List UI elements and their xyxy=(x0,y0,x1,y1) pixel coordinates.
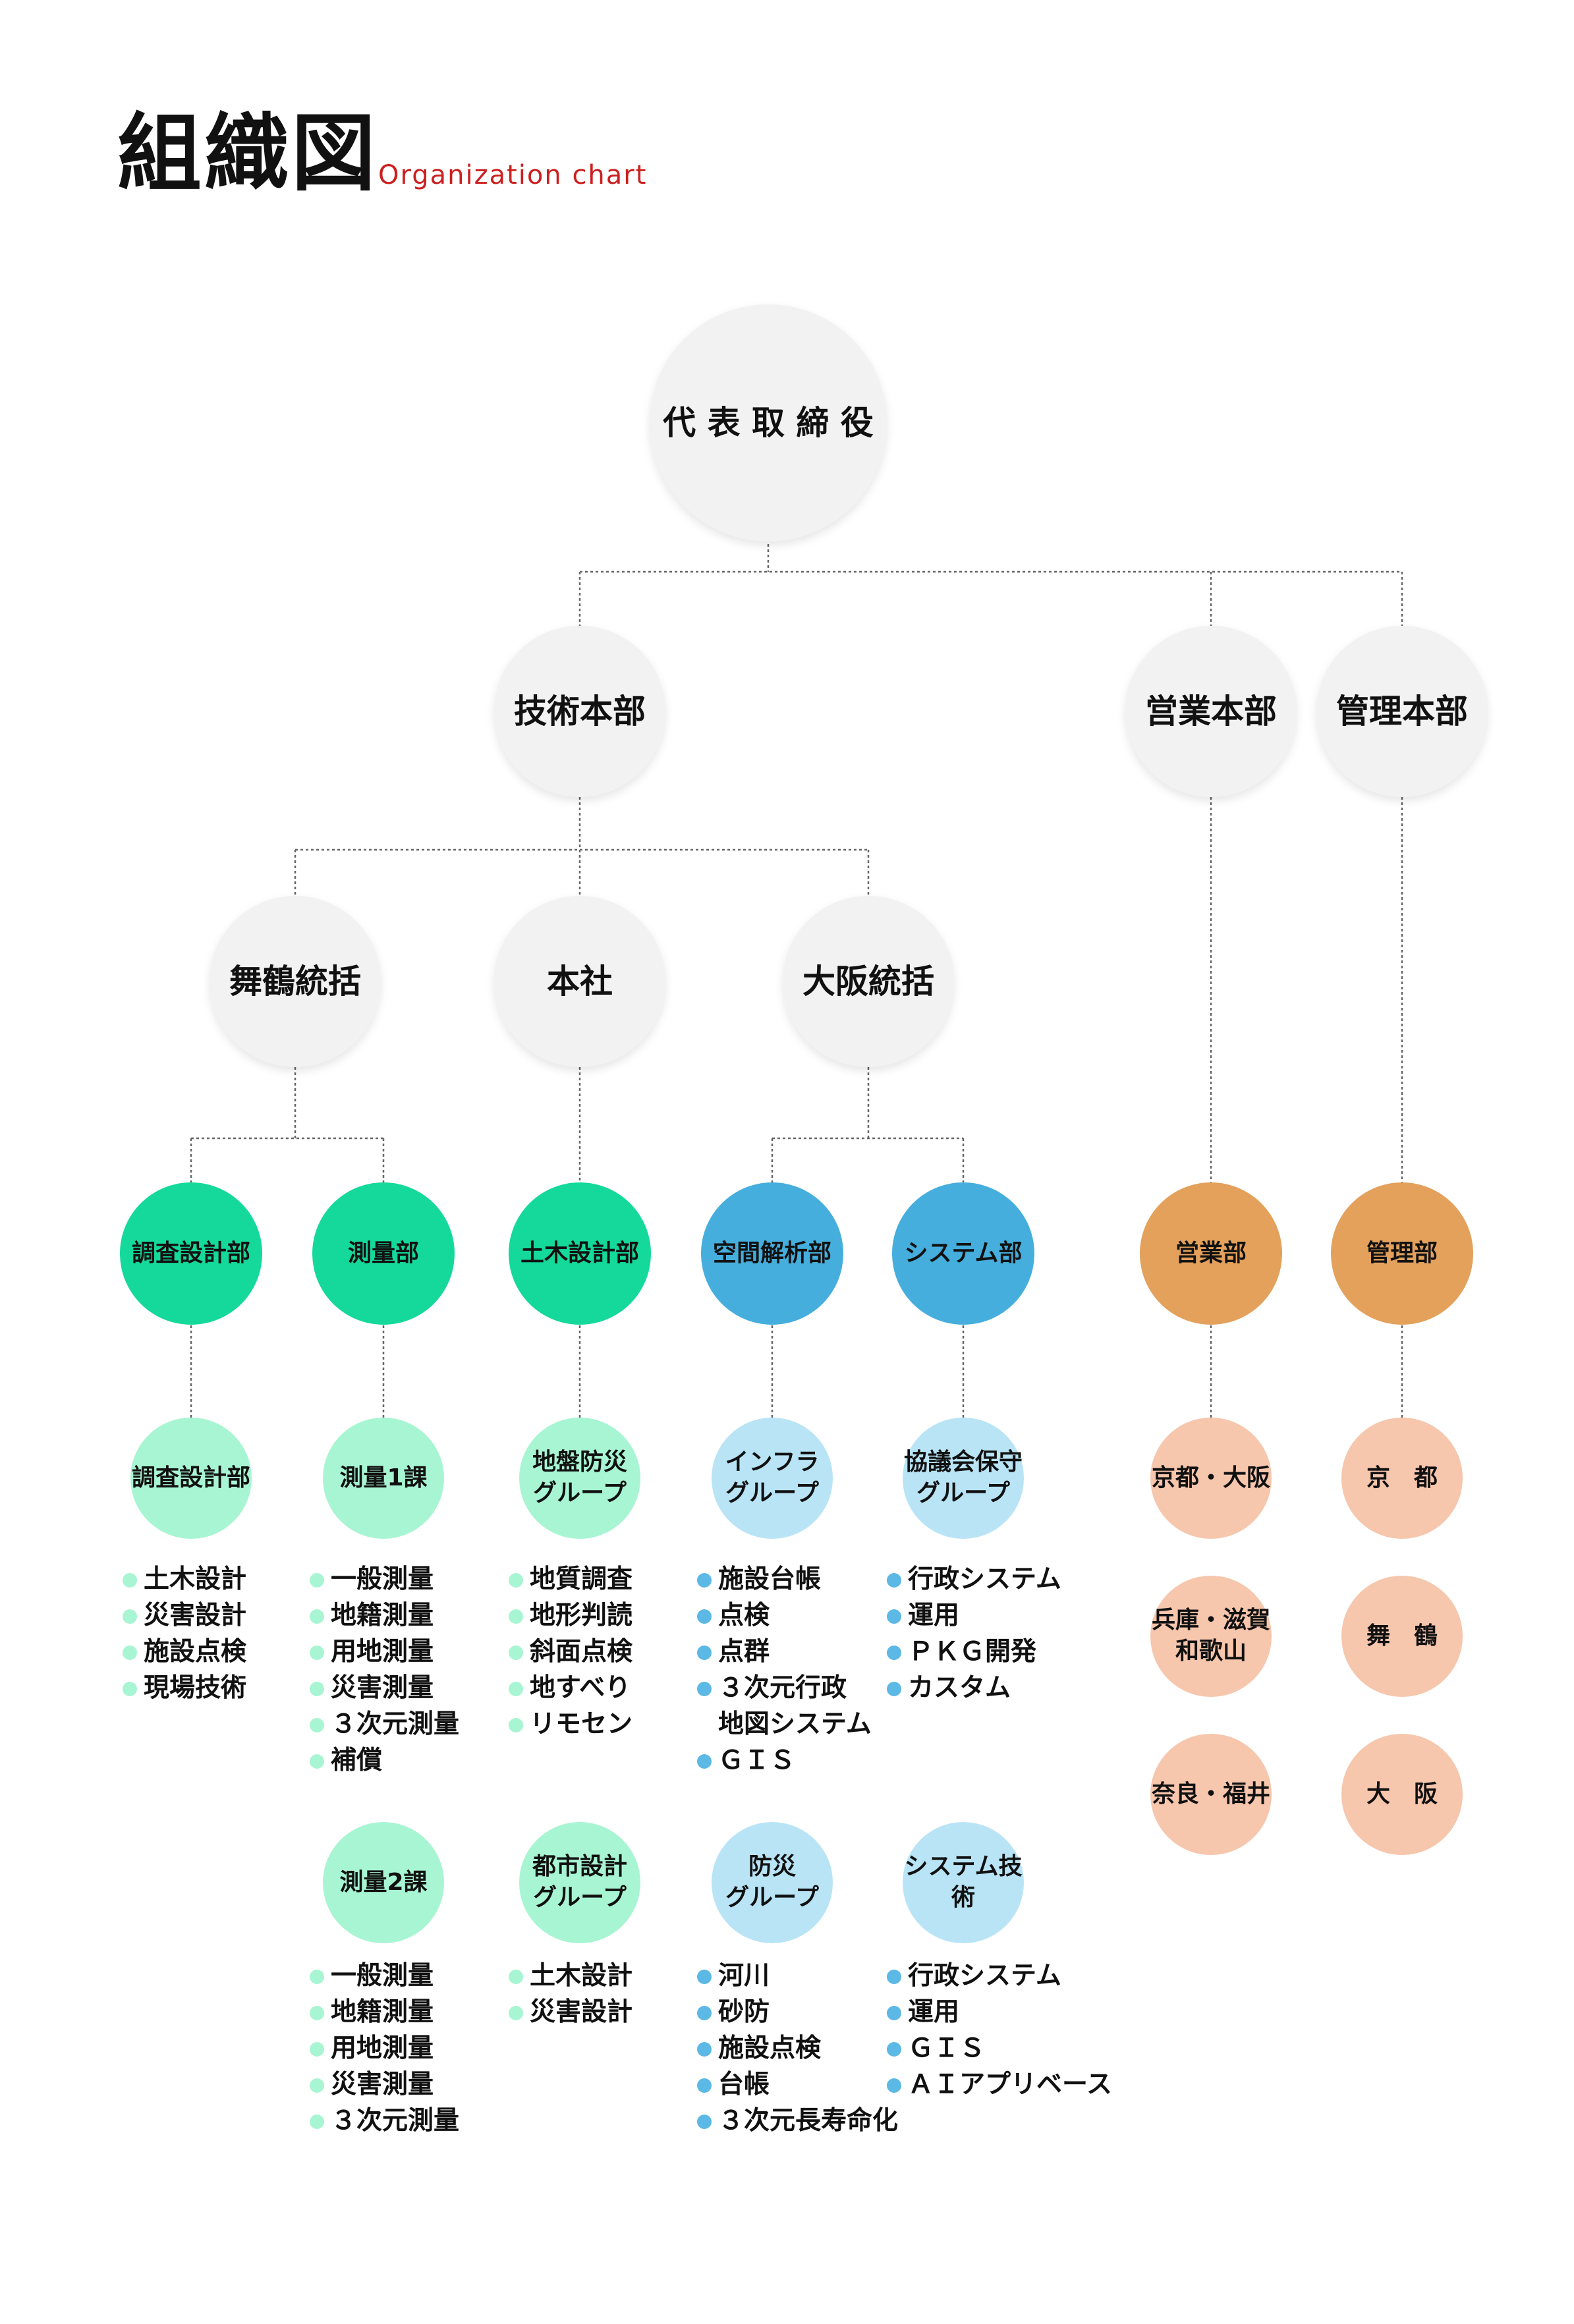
list-item-continuation: 地図システム xyxy=(718,1709,872,1739)
group-kanri-osaka: 大 阪 xyxy=(1341,1734,1463,1855)
group-chosa: 調査設計部 xyxy=(130,1418,252,1539)
list-item: 砂防 xyxy=(697,1994,898,2030)
list-item: 補償 xyxy=(310,1742,459,1779)
list-infra: 施設台帳 点検 点群 ３次元行政 地図システム ＧＩＳ xyxy=(697,1561,872,1779)
list-item: 地籍測量 xyxy=(310,1994,459,2030)
node-maizuru: 舞鶴統括 xyxy=(210,896,381,1067)
list-item: 災害設計 xyxy=(509,1994,632,2030)
list-item: ＧＩＳ xyxy=(697,1742,872,1779)
dept-doboku: 土木設計部 xyxy=(509,1182,651,1325)
list-item: ３次元長寿命化 xyxy=(697,2103,898,2139)
group-kyogi: 協議会保守 グループ xyxy=(903,1418,1024,1539)
dept-system: システム部 xyxy=(892,1182,1034,1325)
list-item: ３次元測量 xyxy=(310,2103,459,2139)
list-item: 地質調査 xyxy=(509,1561,632,1597)
group-bosai: 防災 グループ xyxy=(712,1822,833,1943)
page-subtitle: Organization chart xyxy=(378,160,648,190)
list-item: 災害測量 xyxy=(310,2066,459,2103)
list-item: ＧＩＳ xyxy=(887,2030,1112,2066)
list-item: ＰＫＧ開発 xyxy=(887,1634,1061,1670)
list-item: 一般測量 xyxy=(310,1561,459,1597)
node-tech-hq: 技術本部 xyxy=(494,626,665,797)
list-item: 点群 xyxy=(697,1634,872,1670)
group-kanri-kyoto: 京 都 xyxy=(1341,1418,1463,1539)
group-infra: インフラ グループ xyxy=(712,1418,833,1539)
list-item: 施設点検 xyxy=(697,2030,898,2066)
dept-sokuryo: 測量部 xyxy=(312,1182,455,1325)
list-jiban: 地質調査地形判読斜面点検地すべりリモセン xyxy=(509,1561,632,1742)
list-item: 行政システム xyxy=(887,1958,1112,1994)
list-item: リモセン xyxy=(509,1706,632,1742)
list-item: 点検 xyxy=(697,1597,872,1634)
list-item: 土木設計 xyxy=(509,1958,632,1994)
group-eigyo-kyoto-osaka: 京都・大阪 xyxy=(1150,1418,1272,1539)
group-kanri-maizuru: 舞 鶴 xyxy=(1341,1576,1463,1697)
list-item: 地すべり xyxy=(509,1670,632,1706)
list-item: カスタム xyxy=(887,1670,1061,1706)
group-sokuryo2: 測量2課 xyxy=(323,1822,444,1943)
node-honsha: 本社 xyxy=(494,896,665,1067)
dept-chosa: 調査設計部 xyxy=(120,1182,262,1325)
list-item: 一般測量 xyxy=(310,1958,459,1994)
list-item: 運用 xyxy=(887,1597,1061,1634)
list-item: 用地測量 xyxy=(310,2030,459,2066)
list-item: ＡＩアプリベース xyxy=(887,2066,1112,2103)
list-item: 用地測量 xyxy=(310,1634,459,1670)
dept-eigyo: 営業部 xyxy=(1140,1182,1282,1325)
list-item: 施設台帳 xyxy=(697,1561,872,1597)
group-sokuryo1: 測量1課 xyxy=(323,1418,444,1539)
group-systech: システム技術 xyxy=(903,1822,1024,1943)
list-item: 河川 xyxy=(697,1958,898,1994)
node-ceo: 代 表 取 締 役 xyxy=(650,304,887,541)
list-item: 運用 xyxy=(887,1994,1112,2030)
list-item: 災害設計 xyxy=(123,1597,246,1634)
list-toshi: 土木設計災害設計 xyxy=(509,1958,632,2030)
group-eigyo-hyogo: 兵庫・滋賀 和歌山 xyxy=(1150,1576,1272,1697)
list-item: ３次元測量 xyxy=(310,1706,459,1742)
group-jiban: 地盤防災 グループ xyxy=(519,1418,640,1539)
list-item: 斜面点検 xyxy=(509,1634,632,1670)
dept-kanri: 管理部 xyxy=(1331,1182,1473,1325)
dept-kukan: 空間解析部 xyxy=(701,1182,843,1325)
list-chosa: 土木設計災害設計施設点検現場技術 xyxy=(123,1561,246,1706)
node-osaka: 大阪統括 xyxy=(783,896,954,1067)
page-title: 組織図 xyxy=(117,105,379,203)
node-sales-hq: 営業本部 xyxy=(1125,626,1297,797)
list-item: 災害測量 xyxy=(310,1670,459,1706)
list-item: 土木設計 xyxy=(123,1561,246,1597)
list-item: 施設点検 xyxy=(123,1634,246,1670)
list-item: 行政システム xyxy=(887,1561,1061,1597)
node-admin-hq: 管理本部 xyxy=(1316,626,1488,797)
list-item: 地籍測量 xyxy=(310,1597,459,1634)
group-toshi: 都市設計 グループ xyxy=(519,1822,640,1943)
list-item: 台帳 xyxy=(697,2066,898,2103)
list-item: 地形判読 xyxy=(509,1597,632,1634)
list-item: ３次元行政 xyxy=(697,1670,872,1706)
list-item: 現場技術 xyxy=(123,1670,246,1706)
group-eigyo-nara: 奈良・福井 xyxy=(1150,1734,1272,1855)
